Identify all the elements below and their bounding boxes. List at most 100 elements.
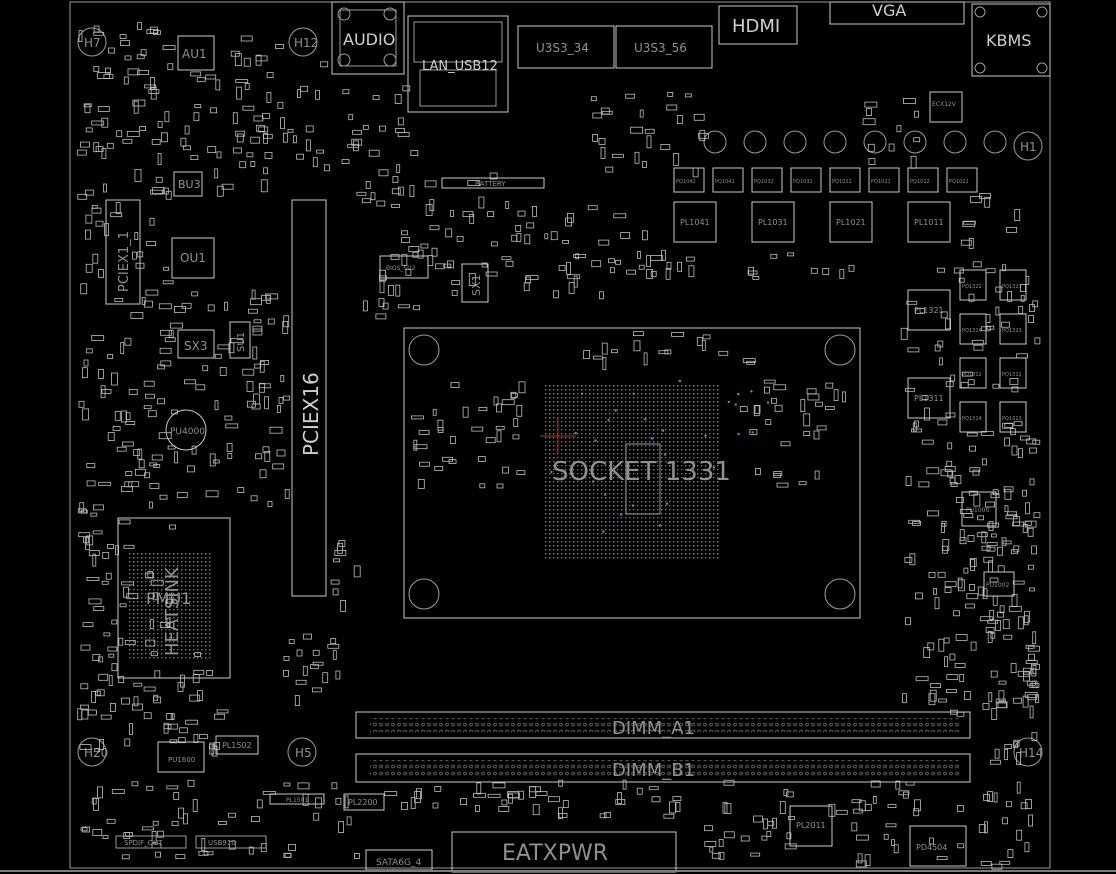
smd-pad [151,454,163,461]
smd-pad [767,820,775,826]
smd-pad [174,451,179,464]
eatxpwr-connector: EATXPWR [451,831,677,873]
smd-pad [651,796,661,803]
bu3-chip: BU3 [173,171,203,197]
smd-pad [416,788,423,800]
smd-pad [977,515,984,521]
smd-pad [134,169,142,182]
svg-text:SX3: SX3 [184,339,207,353]
svg-text:ECX12V: ECX12V [932,101,957,108]
smd-pad [921,395,929,400]
smd-pad [590,96,597,102]
smd-pad [163,266,170,271]
smd-pad [166,785,179,790]
smd-pad [410,797,416,809]
mosfet-label: PQ1011 [949,179,969,185]
smd-pad [753,815,763,823]
smd-pad [986,546,996,552]
smd-pad [959,537,967,545]
smd-pad [88,598,102,605]
smd-pad [905,476,912,487]
smd-pad [146,29,159,35]
smd-pad [193,734,199,743]
via [734,403,737,406]
smd-pad [305,139,311,152]
smd-pad [553,290,559,299]
smd-pad [92,253,99,264]
smd-pad [492,782,506,789]
smd-pad [157,153,162,165]
smd-pad [1004,505,1009,513]
smd-pad [163,724,172,730]
smd-pad [120,342,125,355]
smd-pad [575,253,580,260]
smd-pad [1028,653,1035,661]
smd-pad [330,579,340,585]
smd-pad [86,480,96,487]
smd-pad [242,105,255,111]
smd-pad [973,493,981,507]
smd-pad [959,529,965,541]
smd-pad [704,825,713,832]
smd-pad [250,495,258,502]
smd-pad [786,832,792,840]
smd-pad [98,369,104,379]
smd-pad [114,298,124,303]
smd-pad [592,112,603,119]
smd-pad [518,381,526,394]
smd-pad [696,336,703,346]
smd-pad [97,786,103,799]
smd-pad [1025,502,1030,515]
svg-text:PL2200: PL2200 [348,798,378,807]
smd-pad [413,439,418,451]
smd-pad [119,34,127,39]
smd-pad [650,255,664,262]
smd-pad [966,593,979,600]
smd-pad [250,136,261,144]
smd-pad [598,239,610,246]
dimm-b1-slot: DIMM_B1 [355,753,971,783]
smd-pad [125,412,131,421]
smd-component-field [76,22,1041,870]
smd-pad [848,264,855,272]
smd-pad [368,149,380,157]
pl1031-inductor: PL1031 [751,201,795,243]
smd-pad [981,430,994,436]
smd-pad [315,797,322,809]
smd-pad [337,542,344,554]
smd-pad [331,782,338,790]
smd-pad [94,690,101,696]
smd-pad [661,249,666,261]
smd-pad [148,89,160,94]
choke-capacitor [863,130,887,154]
smd-pad [137,251,144,258]
smd-pad [400,230,408,236]
smd-pad [927,510,939,517]
smd-pad [116,130,123,138]
smd-pad [1029,478,1035,486]
smd-pad [143,300,153,308]
kbms-connector: KBMS [971,3,1051,77]
smd-pad [650,270,657,277]
smd-pad [237,487,245,494]
smd-pad [718,350,729,356]
smd-pad [105,572,112,580]
smd-pad [88,709,97,716]
smd-pad [93,66,100,72]
smd-pad [132,703,143,711]
smd-pad [165,190,172,200]
smd-pad [672,796,682,801]
smd-pad [862,118,876,126]
via [658,524,662,527]
mosfet-label: PQ1032 [754,179,774,185]
mosfet-pq1312: PQ1312 [959,357,987,389]
smd-pad [941,523,945,533]
smd-pad [150,189,164,195]
smd-pad [995,698,1006,704]
smd-pad [283,853,292,858]
smd-pad [140,49,147,57]
via [607,418,610,422]
pl1021-inductor: PL1021 [829,201,873,243]
smd-pad [183,813,189,825]
via [678,379,682,383]
